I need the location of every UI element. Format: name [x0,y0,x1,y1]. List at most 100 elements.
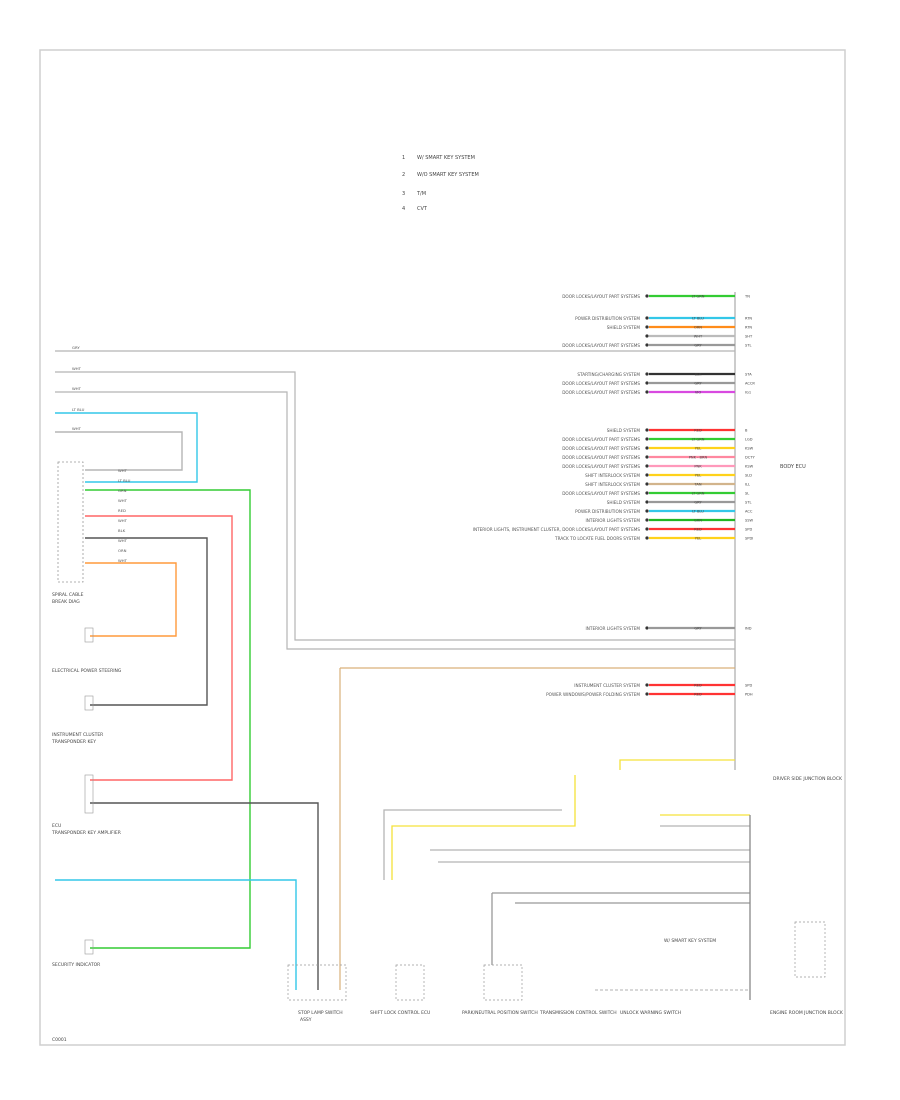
row-terminal [645,527,649,531]
row-pin: IG1 [745,391,751,395]
legend-text-2: W/O SMART KEY SYSTEM [417,172,479,178]
connector-wire-label: WHT [118,538,128,543]
wire-red-loop [85,515,233,781]
row-label: STARTING/CHARGING SYSTEM [577,372,640,377]
part-stop-lamp: STOP LAMP SWITCH [298,1010,343,1016]
row-pin: SLD [745,474,752,478]
eps-connector [84,627,94,643]
row-label: DOOR LOCKS/LAYOUT PART SYSTEMS [562,491,640,496]
row-label: SHIELD SYSTEM [607,325,641,330]
row-wire-color: RED [694,684,702,688]
row-wire-color: GRN [694,519,702,523]
bottom-wires [383,759,751,1000]
legend-num-1: 1 [402,155,405,161]
connector-wire-label: WHT [118,558,128,563]
ecu-connector [84,774,94,814]
part-tcs: TRANSMISSION CONTROL SWITCH [539,1010,617,1016]
row-wire-color: PNK [694,465,702,469]
shift-lock-box [395,964,425,1001]
row-terminal [645,536,649,540]
row-wire-color: GRY [694,501,702,505]
row-label: DOOR LOCKS/LAYOUT PART SYSTEMS [562,294,640,299]
connector-wire-label: BLK [118,528,126,533]
row-pin: ACCR [745,382,755,386]
wire-wht-3 [55,391,735,650]
component-ecu: ECU [52,823,61,829]
row-wire-color: LT GRN [692,438,705,442]
row-pin: IND [745,627,752,631]
legend: 1 W/ SMART KEY SYSTEM 2 W/O SMART KEY SY… [402,155,479,212]
row-terminal [645,482,649,486]
row-wire-color: GRY [694,382,702,386]
connector-box [57,461,84,583]
row-wire-color: LT GRN [692,295,705,299]
row-label: INTERIOR LIGHTS SYSTEM [586,518,641,523]
row-label: DOOR LOCKS/LAYOUT PART SYSTEMS [562,464,640,469]
row-terminal [645,626,649,630]
connector-wire-label: WHT [118,498,128,503]
component-cluster: INSTRUMENT CLUSTER [52,732,103,738]
row-label: SHIFT INTERLOCK SYSTEM [585,473,640,478]
row-label: POWER DISTRIBUTION SYSTEM [575,509,640,514]
row-terminal [645,455,649,459]
component-ecu-sub: TRANSPONDER KEY AMPLIFIER [51,830,121,836]
row-terminal [645,518,649,522]
connector-wire-label: GRN [118,488,127,493]
footer-code: C0001 [52,1037,67,1043]
row-terminal [645,692,649,696]
connector-wire-label: ORN [118,548,127,553]
row-pin: STL [745,501,751,505]
left-colored-wires [55,412,319,990]
row-pin: KSW [745,447,754,451]
wire-yel-ecu [619,759,735,770]
row-wire-color: LT BLU [692,510,704,514]
left-components: SPIRAL CABLE BREAK DIAG ELECTRICAL POWER… [51,592,122,968]
row-wire-color: BLK [695,373,702,377]
ecu-row: INTERIOR LIGHTS, INSTRUMENT CLUSTER, DOO… [473,527,753,532]
row-wire-color: PNK - BRN [689,456,708,460]
row-pin: SPDI [745,537,753,541]
row-terminal [645,316,649,320]
row-pin: PDH [745,693,753,697]
connector-wire-label: WHT [118,468,128,473]
row-terminal [645,683,649,687]
pnp-switch-box [483,964,523,1001]
row-pin: KSW [745,465,754,469]
part-shift-lock: SHIFT LOCK CONTROL ECU [370,1010,430,1016]
row-wire-color: YEL [695,474,701,478]
row-terminal [645,464,649,468]
wire-wht-stop [383,809,562,880]
component-spiral-cable: SPIRAL CABLE [52,592,84,598]
wire-tag: LT BLU [72,407,85,412]
connector-wire-label: LT BLU [118,478,131,483]
bottom-components [287,921,826,1001]
wire-tag: WHT [72,426,82,431]
cluster-connector [84,695,94,711]
row-terminal [645,437,649,441]
wire-yel-stop [391,775,576,880]
stop-lamp-switch-box [287,964,347,1001]
row-terminal [645,473,649,477]
row-terminal [645,500,649,504]
part-engine-room-jb: ENGINE ROOM JUNCTION BLOCK [770,1010,844,1016]
row-wire-color: RED [694,429,702,433]
row-label: DOOR LOCKS/LAYOUT PART SYSTEMS [562,437,640,442]
row-label: INTERIOR LIGHTS, INSTRUMENT CLUSTER, DOO… [473,527,641,532]
ecu-row: DOOR LOCKS/LAYOUT PART SYSTEMS GRY ACCR [562,381,755,386]
row-label: INTERIOR LIGHTS SYSTEM [586,626,641,631]
row-label: DOOR LOCKS/LAYOUT PART SYSTEMS [562,381,640,386]
row-terminal [645,381,649,385]
row-pin: SPD [745,528,752,532]
row-terminal [645,334,649,338]
row-terminal [645,446,649,450]
